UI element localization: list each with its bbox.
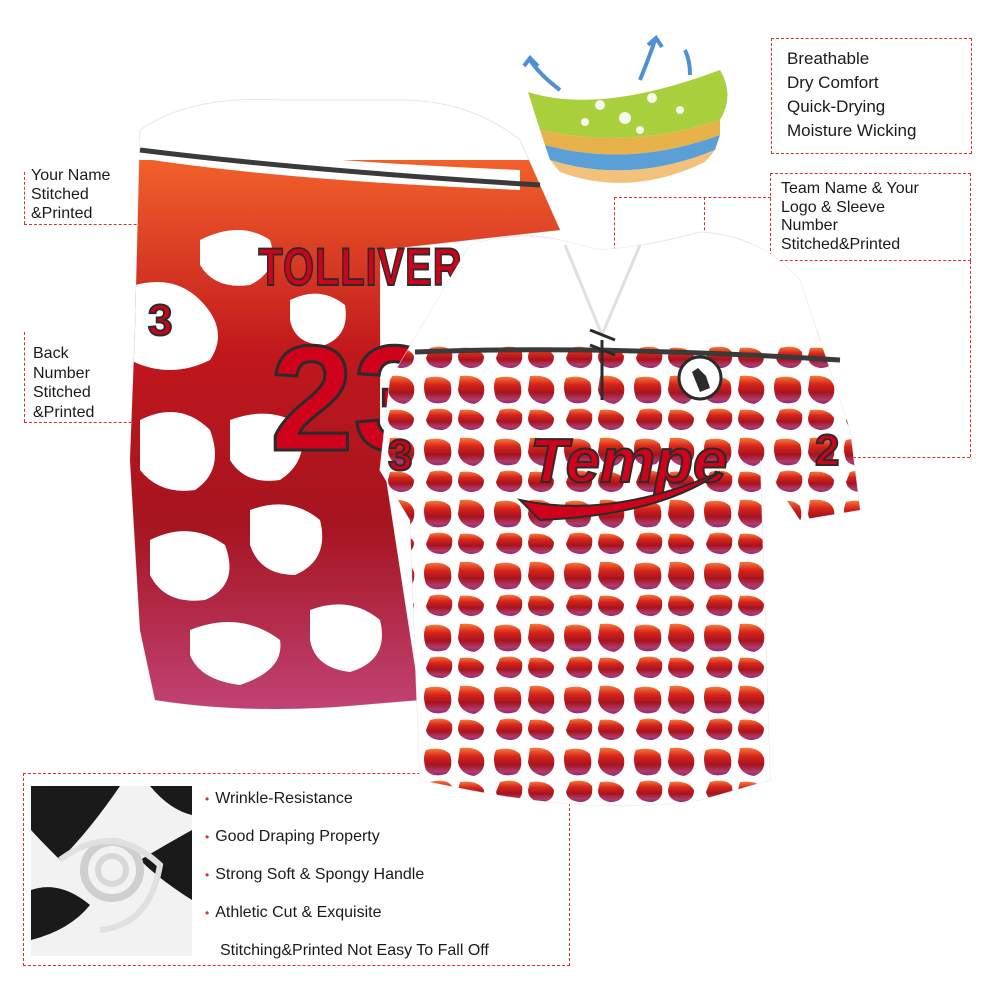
number-guide-left <box>24 332 25 422</box>
feature-list: • Wrinkle-Resistance • Good Draping Proper… <box>205 780 570 969</box>
name-callout-text: Your Name Stitched &Printed <box>31 167 111 222</box>
fabric-callout-box <box>771 38 972 154</box>
bullet-dot-icon: • <box>205 792 210 806</box>
team-guide-v3 <box>970 261 971 457</box>
number-callout-text: Back Number Stitched &Printed <box>33 345 95 421</box>
features-footer: Stitching&Printed Not Easy To Fall Off <box>220 942 489 959</box>
feature-label: Good Draping Property <box>215 828 380 845</box>
feature-item: • Good Draping Property <box>205 818 570 856</box>
name-guide-left <box>24 172 25 224</box>
fabric-layers-icon <box>522 34 728 183</box>
team-callout-box <box>770 173 971 261</box>
feature-label: Athletic Cut & Exquisite <box>215 904 382 921</box>
team-callout-text: Team Name & Your Logo & Sleeve Number St… <box>781 180 919 253</box>
feature-item: • Strong Soft & Spongy Handle <box>205 856 570 894</box>
front-right-sleeve-number: 2 <box>815 426 839 475</box>
back-name-text: TOLLIVER <box>258 238 462 297</box>
bullet-dot-icon: • <box>205 906 210 920</box>
fabric-swirl-icon <box>31 786 192 956</box>
script-tail-swoosh <box>516 471 721 522</box>
front-left-sleeve-number: 3 <box>388 431 412 480</box>
feature-item: • Athletic Cut & Exquisite <box>205 894 570 932</box>
feature-label: Wrinkle-Resistance <box>215 790 353 807</box>
fabric-callout-text: Breathable Dry Comfort Quick-Drying Mois… <box>787 49 917 140</box>
front-jersey: 3 2 Tempe <box>379 231 861 807</box>
feature-item: • Wrinkle-Resistance <box>205 780 570 818</box>
feature-label: Strong Soft & Spongy Handle <box>215 866 425 883</box>
bullet-dot-icon: • <box>205 868 210 882</box>
back-sleeve-number: 3 <box>148 296 172 345</box>
bullet-dot-icon: • <box>205 830 210 844</box>
team-guide-h1 <box>614 197 771 198</box>
features-callout-box <box>23 773 570 966</box>
